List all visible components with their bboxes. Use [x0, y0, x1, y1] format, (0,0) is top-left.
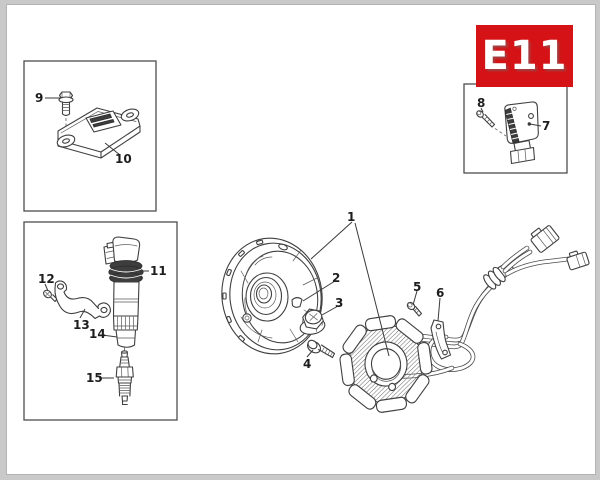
stator-drawing	[339, 315, 433, 413]
woodruff-key	[291, 297, 303, 308]
callout-10: 10	[115, 152, 132, 166]
callout-14: 14	[89, 327, 106, 341]
connector-4pin-drawing	[530, 225, 560, 253]
callout-12: 12	[38, 272, 55, 286]
callout-9: 9	[35, 91, 44, 105]
callout-3: 3	[335, 296, 344, 310]
wire-clamp-drawing	[430, 319, 452, 360]
flange-nut-drawing	[299, 308, 326, 335]
connector-2pin-drawing	[566, 250, 590, 271]
panel-coil-box	[23, 221, 178, 421]
sheet-code-badge: E11	[476, 25, 573, 87]
ecu-drawing	[56, 91, 141, 159]
callout-15: 15	[86, 371, 103, 385]
regulator-drawing	[476, 101, 539, 165]
rotor-bolt-drawing	[306, 339, 336, 359]
ignition-coil-drawing	[43, 236, 144, 406]
callout-13: 13	[73, 318, 90, 332]
callout-11: 11	[150, 264, 167, 278]
harness-branches-drawing	[500, 225, 590, 277]
callout-5: 5	[413, 280, 422, 294]
callout-2: 2	[332, 271, 341, 285]
flywheel-rim-slots	[222, 239, 264, 342]
leader-lines	[44, 97, 542, 379]
panel-ecu-box	[23, 60, 157, 212]
callout-6: 6	[436, 286, 445, 300]
callout-8: 8	[477, 96, 486, 110]
callout-7: 7	[542, 119, 551, 133]
callout-4: 4	[303, 357, 312, 371]
callout-1: 1	[347, 210, 356, 224]
